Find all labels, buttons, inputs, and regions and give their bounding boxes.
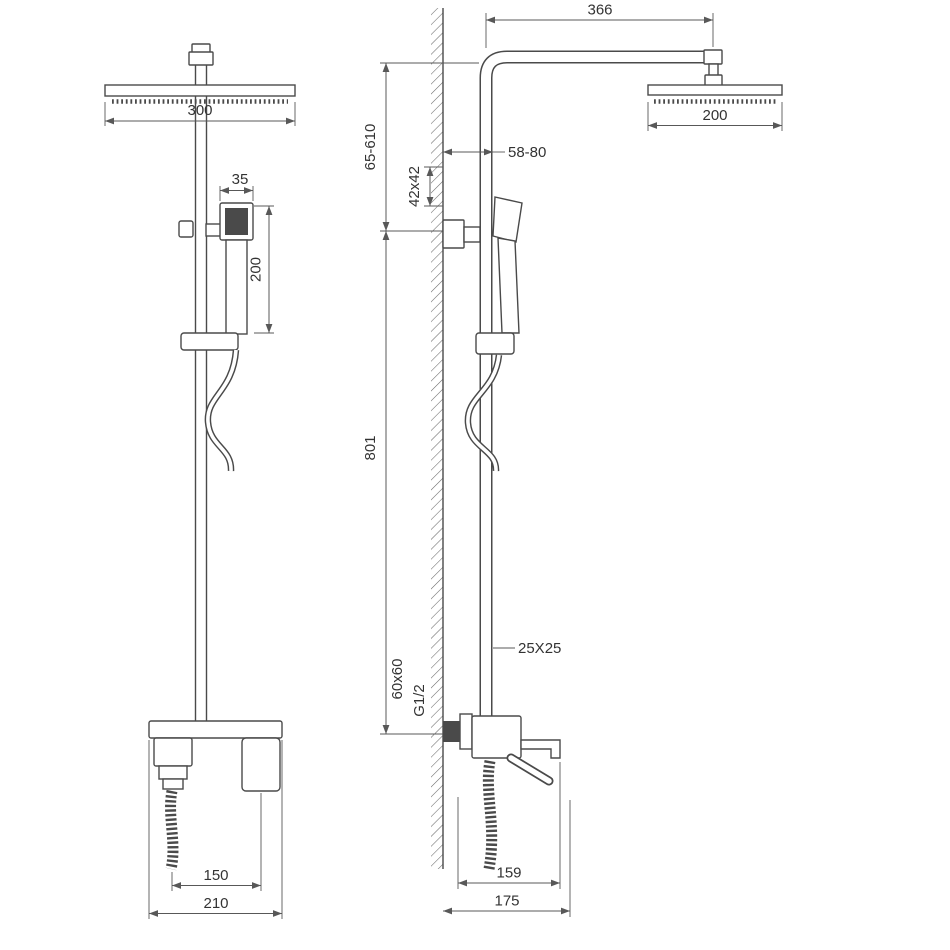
dim-pipe-section-label: 25X25 [518,640,561,657]
mixer-front [148,720,283,871]
hand-shower-face-front [225,208,248,235]
dim-height-range: 65-610 [362,62,479,232]
dim-bracket-size: 42x42 [406,166,443,207]
dim-mixer-width: 210 [148,740,283,919]
outlet-hose-side [482,759,498,870]
dim-thread-label: G1/2 [411,684,428,717]
dim-wall-clearance: 58-80 [443,144,546,161]
head-neck-side [708,63,719,77]
dim-height-range-label: 65-610 [362,124,379,171]
dim-arm-reach: 366 [485,2,714,48]
arm-end-fitting [703,49,723,65]
escutcheon-side [459,713,473,750]
wall-section [431,8,444,869]
side-view: 366 200 65-610 58-80 42x42 [362,2,783,917]
shower-head-plate-side [647,84,783,96]
dim-pipe-section: 25X25 [493,640,561,657]
dim-head-width: 300 [104,102,296,126]
swivel-fitting-front [188,51,214,66]
hand-shower-handle-side [497,237,520,334]
dim-overall-depth: 175 [443,800,571,917]
hose-nut-front [158,765,188,780]
hand-shower-front [178,202,254,472]
dim-column-height: 801 [362,231,443,735]
mixer-valve-front [153,737,193,767]
bracket-arm-side [463,226,481,243]
dim-head-depth: 200 [647,102,783,131]
dim-bracket-size-label: 42x42 [406,166,423,207]
wall-hatching [431,8,443,869]
dim-escutcheon-size-label: 60x60 [389,659,406,700]
bracket-knob-front [178,220,194,238]
mixer-body-side [471,715,522,759]
dim-overall-depth-label: 175 [494,893,519,910]
dim-spout-reach: 159 [457,762,561,889]
slider-holder-side [475,332,515,355]
shower-head-plate-front [104,84,296,97]
dim-hand-shower-width: 35 [219,171,254,201]
riser-pipe-front [194,57,208,725]
wall-bracket-side [442,219,481,249]
spout-side [520,739,561,759]
wall-inlet-side [443,721,460,742]
hand-shower-head-side [492,196,523,243]
hose-outlet-front [162,778,184,790]
riser-pipe-side [479,50,712,724]
shower-hose-front-inner [206,349,238,472]
mixer-lever-side-inner [508,755,552,784]
mixer-side [443,713,561,870]
dim-wall-clearance-label: 58-80 [508,144,546,161]
bracket-plate-side [442,219,465,249]
dim-hose-handle-spacing: 150 [171,793,262,891]
shower-hose-side-inner [466,354,501,472]
outlet-hose-front [165,789,179,871]
dim-mixer-width-label: 210 [203,895,228,912]
dim-head-width-label: 300 [187,102,212,119]
slider-holder-front [180,332,239,351]
dim-spout-reach-label: 159 [496,865,521,882]
dim-hand-shower-height-label: 200 [248,257,265,282]
dim-column-height-label: 801 [362,435,379,460]
dim-hose-handle-spacing-label: 150 [203,867,228,884]
dim-arm-reach-label: 366 [587,2,612,19]
hand-shower-side [464,196,523,472]
dim-hand-shower-width-label: 35 [232,171,249,188]
dim-hand-shower-height: 200 [248,205,274,334]
front-view: 300 35 200 [104,43,296,919]
mixer-body-front [148,720,283,739]
overhead-shower-front [104,43,296,104]
mixer-handle-front [241,737,281,792]
overhead-shower-side [647,49,783,104]
hand-shower-handle-front [225,239,248,335]
dim-head-depth-label: 200 [702,107,727,124]
